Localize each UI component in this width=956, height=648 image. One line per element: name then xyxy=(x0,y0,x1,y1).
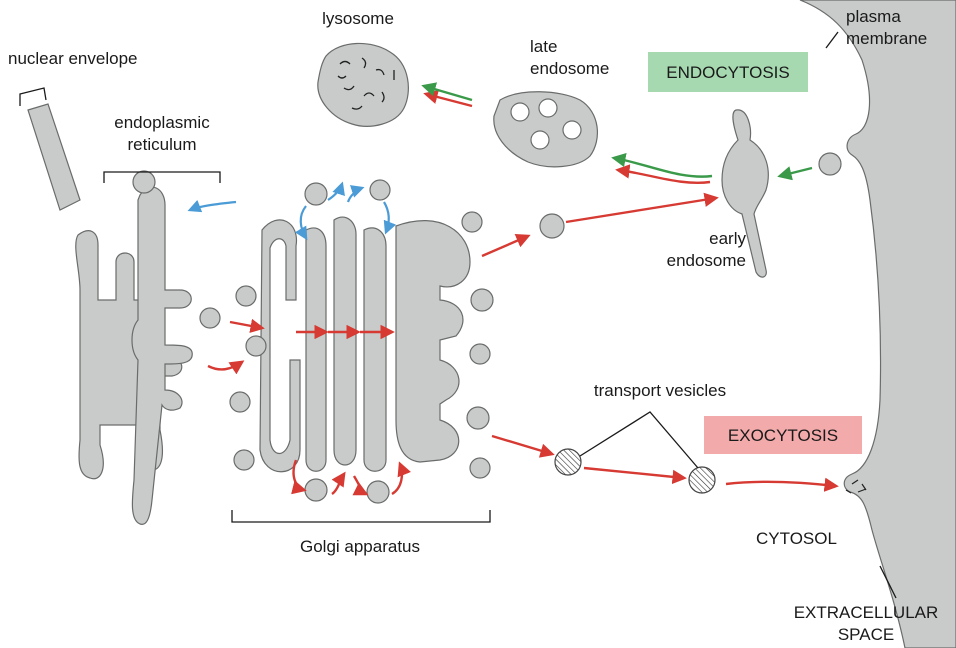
plasma-membrane-label-line1: plasma xyxy=(846,7,901,26)
blue-arrows xyxy=(187,181,397,241)
extracellular-label-line2: SPACE xyxy=(838,625,894,644)
extracellular-pointer xyxy=(879,565,897,599)
transport-vesicle-2 xyxy=(688,466,716,494)
golgi-bracket xyxy=(231,510,491,523)
exocytosis-fusion-site xyxy=(845,479,867,494)
extracellular-label-line1: EXTRACELLULAR xyxy=(794,603,939,622)
exocytosis-tag: EXOCYTOSIS xyxy=(704,416,862,454)
lysosome xyxy=(317,42,409,127)
nuclear-envelope xyxy=(19,87,81,211)
endoplasmic-reticulum xyxy=(75,170,193,525)
golgi-apparatus xyxy=(199,179,494,504)
plasma-membrane xyxy=(799,0,956,648)
late-endosome-label-line1: late xyxy=(530,37,557,56)
cytosol-label: CYTOSOL xyxy=(756,529,837,548)
er-bracket xyxy=(103,171,221,183)
late-endosome xyxy=(493,91,598,168)
plasma-membrane-label-line2: membrane xyxy=(846,29,927,48)
transport-vesicle-1 xyxy=(554,448,582,476)
transport-vesicles-pointer xyxy=(579,411,699,469)
lysosome-label: lysosome xyxy=(322,9,394,28)
golgi-label: Golgi apparatus xyxy=(300,537,420,556)
red-arrows xyxy=(207,89,839,496)
early-endosome-label-line1: early xyxy=(709,229,746,248)
er-label-line1: endoplasmic xyxy=(114,113,210,132)
early-endosome xyxy=(721,109,769,278)
green-arrows xyxy=(421,82,813,181)
er-label-line2: reticulum xyxy=(128,135,197,154)
late-endosome-label-line2: endosome xyxy=(530,59,609,78)
plasma-membrane-pointer xyxy=(825,31,839,49)
transport-vesicles-label: transport vesicles xyxy=(594,381,726,400)
vesicle-to-early-endosome xyxy=(539,213,565,239)
exocytosis-text: EXOCYTOSIS xyxy=(728,426,838,445)
endocytosis-tag: ENDOCYTOSIS xyxy=(648,52,808,92)
early-endosome-label-line2: endosome xyxy=(667,251,746,270)
endocytosis-text: ENDOCYTOSIS xyxy=(666,63,789,82)
nuclear-envelope-label: nuclear envelope xyxy=(8,49,137,68)
